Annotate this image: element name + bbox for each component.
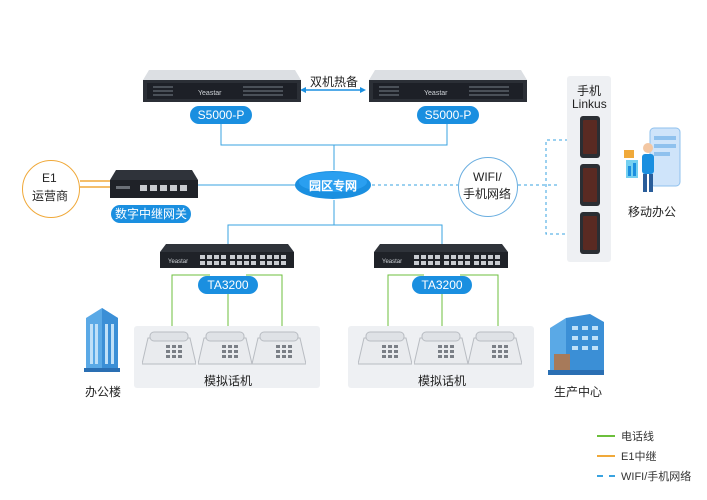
digital-trunk-gateway xyxy=(110,170,198,204)
legend-item-e1: E1中继 xyxy=(597,448,656,464)
legend-item-phone-line: 电话线 xyxy=(597,428,654,444)
campus-network-cloud xyxy=(294,170,372,200)
ta3200-left: Yeastar xyxy=(160,244,294,272)
mobile-phone-1 xyxy=(580,116,600,158)
mobile-panel-title-1: 手机 xyxy=(577,84,602,98)
production-center-icon xyxy=(546,314,606,378)
svg-text:Yeastar: Yeastar xyxy=(168,259,188,265)
legend-label: E1中继 xyxy=(621,451,657,463)
ta3200-right: Yeastar xyxy=(374,244,508,272)
phone-group-label-right: 模拟话机 xyxy=(418,374,467,388)
mobile-office-label: 移动办公 xyxy=(628,205,677,219)
hot-standby-label: 双机热备 xyxy=(310,75,359,89)
svg-text:Yeastar: Yeastar xyxy=(198,90,222,97)
analog-phone-icon xyxy=(141,330,197,366)
server-right-model: S5000-P xyxy=(417,106,479,124)
svg-text:Yeastar: Yeastar xyxy=(424,90,448,97)
server-left: Yeastar xyxy=(143,70,301,104)
analog-phone-icon xyxy=(357,330,413,366)
server-right: Yeastar xyxy=(369,70,527,104)
wifi-network-circle xyxy=(458,157,518,217)
ta3200-left-label: TA3200 xyxy=(198,276,258,294)
wifi-label-2: 手机网络 xyxy=(463,187,512,201)
mobile-panel-title-2: Linkus xyxy=(572,97,607,111)
phone-line-right-1 xyxy=(387,274,424,333)
legend-swatch-blue-dashed xyxy=(597,475,615,477)
e1-carrier-label-1: E1 xyxy=(42,171,57,185)
arrow-right-icon xyxy=(360,87,366,93)
server-left-model: S5000-P xyxy=(190,106,252,124)
server-link-line xyxy=(220,123,448,146)
analog-phone-icon xyxy=(467,330,523,366)
phone-group-label-left: 模拟话机 xyxy=(204,374,253,388)
arrow-left-icon xyxy=(300,87,306,93)
ta3200-right-label: TA3200 xyxy=(412,276,472,294)
production-center-label: 生产中心 xyxy=(554,385,603,399)
svg-text:Yeastar: Yeastar xyxy=(382,259,402,265)
mobile-bracket-line xyxy=(545,139,574,235)
legend-swatch-green xyxy=(597,435,615,437)
legend-swatch-orange xyxy=(597,455,615,457)
legend-label: WIFI/手机网络 xyxy=(621,471,692,483)
legend-item-wifi: WIFI/手机网络 xyxy=(597,468,691,484)
mobile-phone-3 xyxy=(580,212,600,254)
phone-line-left-1 xyxy=(171,274,210,333)
analog-phone-icon xyxy=(413,330,469,366)
mobile-phone-2 xyxy=(580,164,600,206)
mobile-office-icon xyxy=(622,126,684,198)
campus-network-label: 园区专网 xyxy=(309,179,358,193)
e1-carrier-circle xyxy=(22,160,80,218)
digital-gateway-label: 数字中继网关 xyxy=(111,205,191,223)
office-building-label: 办公楼 xyxy=(85,385,122,399)
legend-label: 电话线 xyxy=(621,431,654,443)
analog-phone-icon xyxy=(197,330,253,366)
network-to-ta-line xyxy=(227,224,443,248)
e1-carrier-label-2: 运营商 xyxy=(32,189,69,203)
office-building-icon xyxy=(82,306,122,376)
wifi-label-1: WIFI/ xyxy=(473,170,502,184)
analog-phone-icon xyxy=(251,330,307,366)
